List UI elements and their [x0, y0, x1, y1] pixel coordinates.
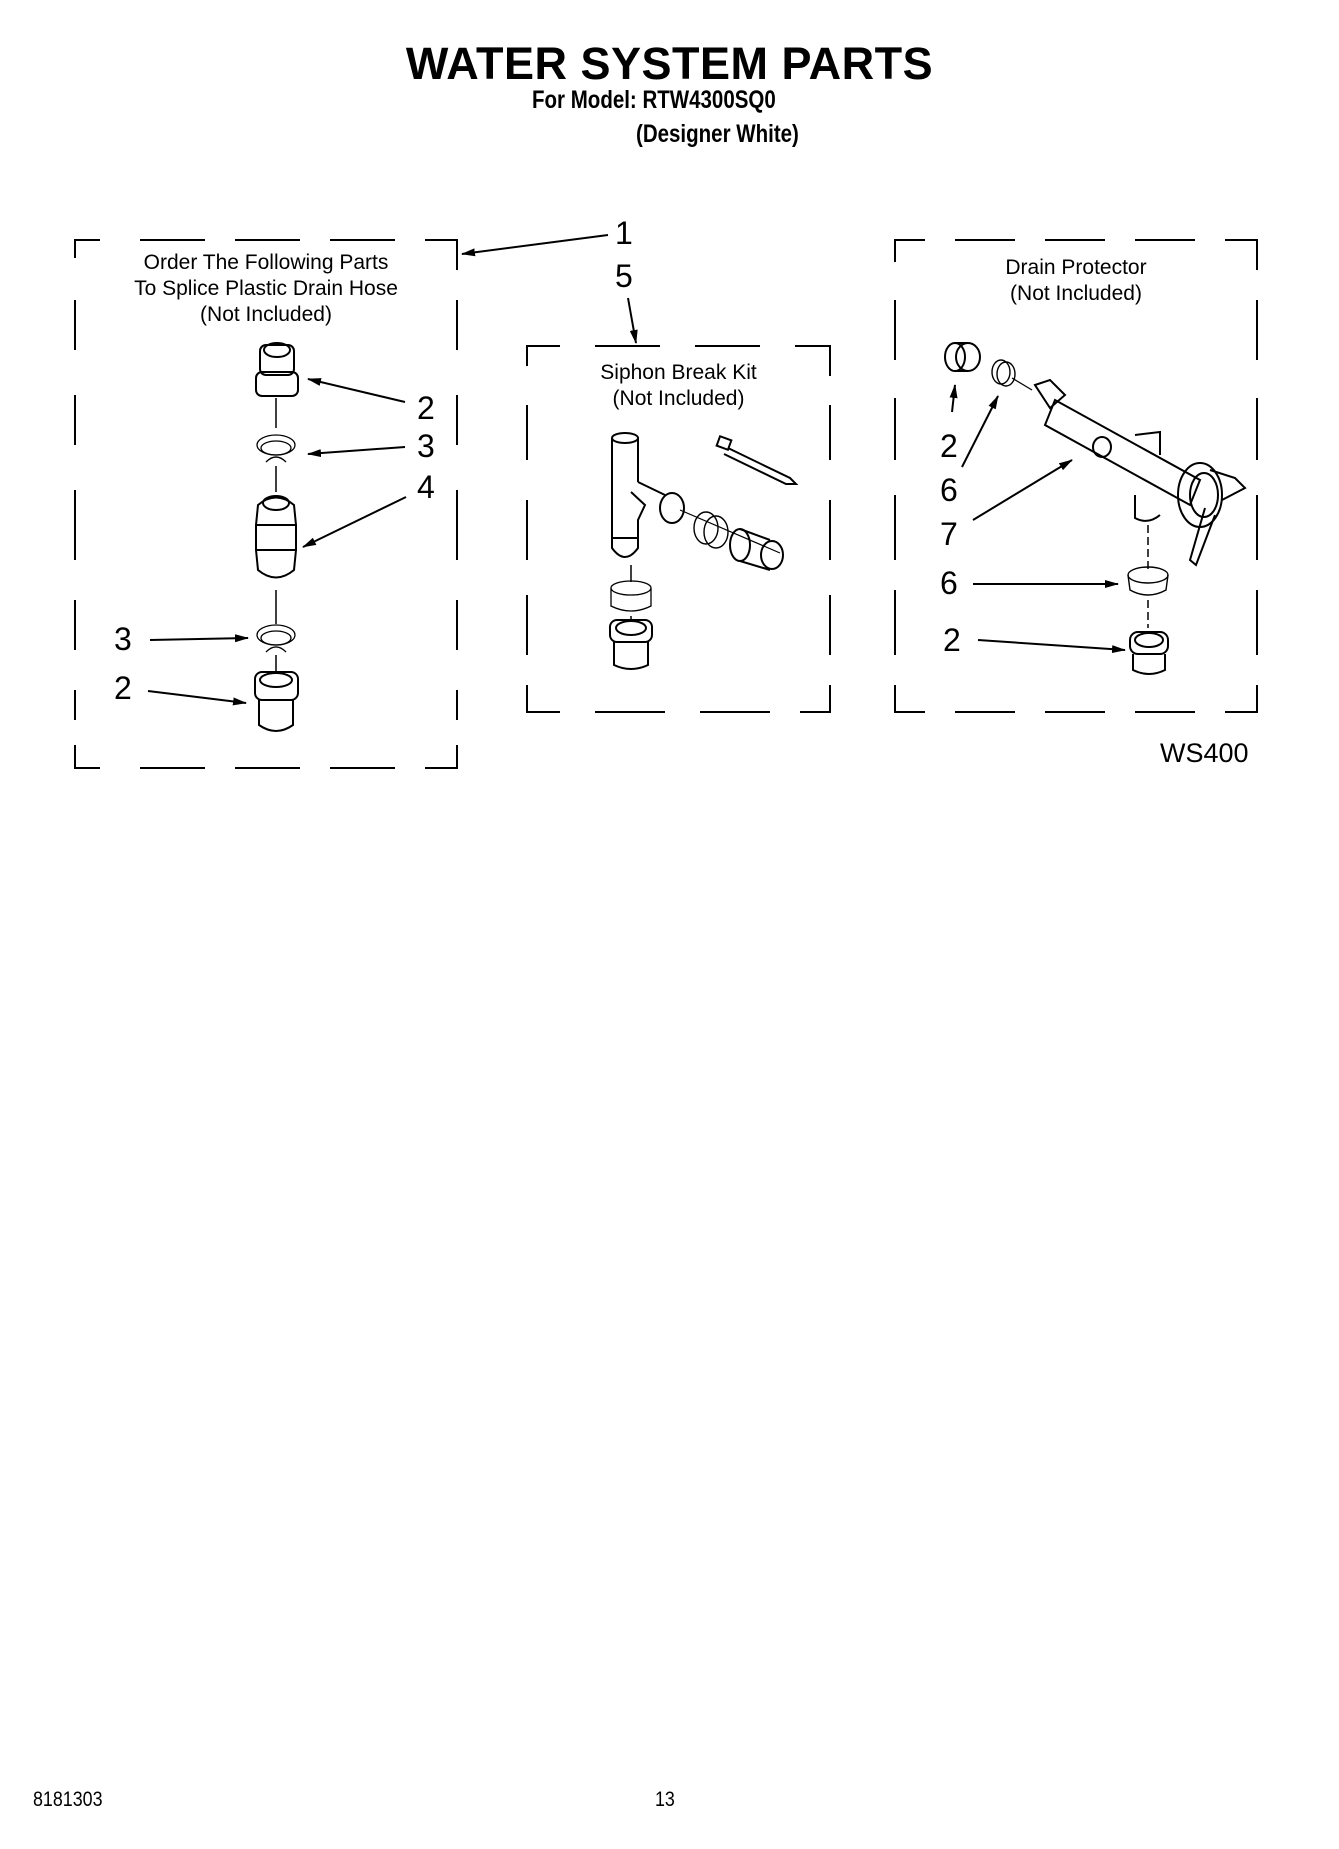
siphon-clamp-right-icon — [693, 511, 729, 549]
callout-right-6-top: 6 — [940, 472, 958, 508]
siphon-tee-icon — [611, 432, 685, 558]
drain-protector-connector-icon — [944, 342, 981, 372]
hose-clamp-bottom-icon — [256, 624, 296, 653]
model-variant: (Designer White) — [636, 120, 799, 148]
siphon-connector-bottom-icon — [609, 619, 653, 670]
page-number: 13 — [655, 1788, 675, 1811]
siphon-break-kit-label: Siphon Break Kit (Not Included) — [600, 361, 757, 410]
callout-right-2-top: 2 — [940, 428, 958, 464]
drain-protector-box — [894, 239, 1258, 713]
document-number: 8181303 — [33, 1788, 103, 1811]
callout-right-6-bottom: 6 — [940, 565, 958, 601]
drain-protector-clamp-top-icon — [991, 359, 1016, 387]
drain-protector-connector-bottom-icon — [1129, 631, 1169, 675]
siphon-clamp-bottom-icon — [610, 580, 652, 612]
page-title: WATER SYSTEM PARTS — [0, 38, 1339, 90]
hose-connector-top-icon — [255, 342, 299, 397]
cable-tie-icon — [715, 434, 799, 485]
drain-hose-splice-box — [74, 239, 458, 769]
hose-connector-bottom-icon — [254, 671, 299, 732]
drain-protector-label: Drain Protector (Not Included) — [1005, 256, 1147, 305]
callout-right-7: 7 — [940, 516, 958, 552]
siphon-connector-right-icon — [729, 528, 784, 571]
drain-protector-clamp-bottom-icon — [1127, 566, 1169, 596]
title-text: WATER SYSTEM PARTS — [405, 38, 934, 89]
callout-5: 5 — [615, 258, 633, 294]
callout-right-2-bottom: 2 — [943, 622, 961, 658]
drain-protector-body-icon — [1033, 378, 1247, 567]
callout-left-3-bottom: 3 — [114, 621, 132, 657]
callout-left-3-top: 3 — [417, 428, 435, 464]
model-number: For Model: RTW4300SQ0 — [532, 86, 776, 114]
callout-left-2-bottom: 2 — [114, 670, 132, 706]
hose-clamp-top-icon — [256, 434, 296, 463]
callout-left-2-top: 2 — [417, 390, 435, 426]
drain-hose-splice-label: Order The Following Parts To Splice Plas… — [134, 251, 398, 326]
callout-left-4: 4 — [417, 469, 435, 505]
callout-1: 1 — [615, 215, 633, 251]
siphon-break-kit-box — [526, 345, 831, 713]
leader-1 — [461, 234, 609, 257]
hose-coupler-icon — [255, 495, 297, 579]
leader-5 — [627, 297, 638, 344]
diagram-code: WS400 — [1160, 738, 1249, 768]
